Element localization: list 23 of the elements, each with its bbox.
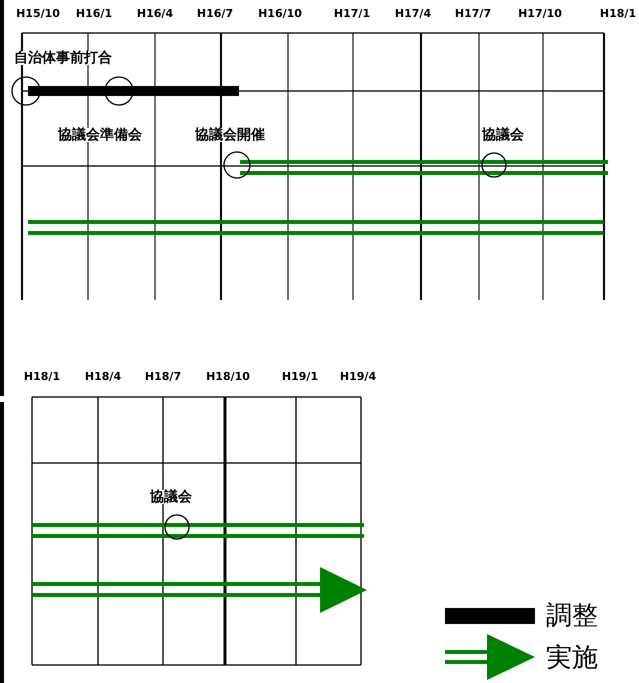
- axis-tick-label: H16/4: [136, 8, 174, 19]
- legend-label: 調整: [546, 603, 598, 629]
- axis-tick-label: H16/10: [258, 8, 302, 19]
- legend-label: 実施: [546, 645, 598, 671]
- milestone-label: 自治体事前打合: [14, 51, 112, 65]
- axis-tick-label: H18/7: [144, 371, 182, 382]
- axis-tick-label: H17/10: [518, 8, 562, 19]
- milestone-label: 協議会準備会: [58, 128, 142, 142]
- axis-tick-label: H16/7: [196, 8, 234, 19]
- milestone-label: 協議会: [482, 128, 524, 142]
- milestone-label: 協議会開催: [195, 128, 265, 142]
- axis-tick-label: H15/10: [16, 8, 60, 19]
- axis-tick-label: H18/1: [24, 371, 60, 382]
- milestone-label: 協議会: [150, 490, 192, 504]
- axis-tick-label: H19/4: [340, 371, 376, 382]
- axis-tick-label: H17/1: [334, 8, 370, 19]
- axis-tick-label: H16/1: [76, 8, 112, 19]
- axis-tick-label: H19/1: [282, 371, 318, 382]
- axis-tick-label: H18/10: [206, 371, 250, 382]
- axis-tick-label: H17/7: [454, 8, 492, 19]
- axis-tick-label: H18/1: [600, 8, 636, 19]
- axis-tick-label: H17/4: [394, 8, 432, 19]
- axis-tick-label: H18/4: [84, 371, 122, 382]
